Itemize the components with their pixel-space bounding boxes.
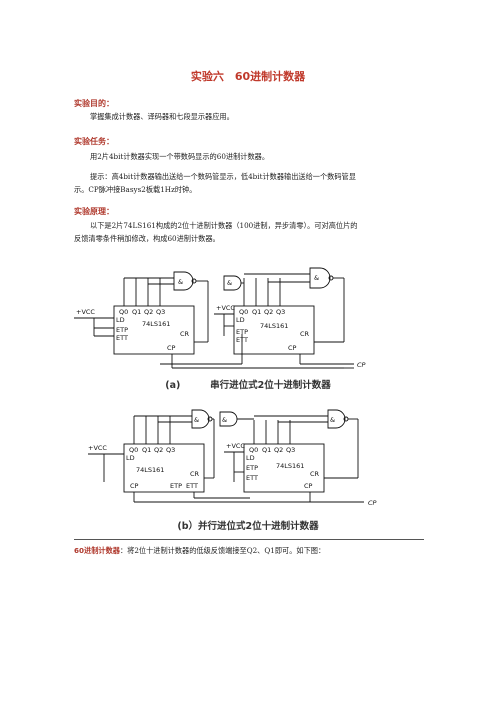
- q3-label-b1: Q3: [166, 446, 175, 454]
- cp-label-a1: CP: [167, 344, 176, 352]
- etp-label-b1: ETP: [170, 482, 182, 490]
- ett-label-b2: ETT: [246, 474, 258, 482]
- caption-a-tag: (a): [165, 380, 181, 391]
- principle-heading: 实验原理：: [74, 207, 114, 216]
- q3-label-a1: Q3: [156, 308, 165, 316]
- cp-label-a2: CP: [288, 344, 297, 352]
- divider-line: [74, 539, 424, 540]
- vcc-label-a1: +VCC: [76, 308, 95, 316]
- footer-text: ：将2位十进制计数器的低级反馈端接至Q2、Q1即可。如下图：: [119, 546, 326, 555]
- q1-label-b2: Q1: [262, 446, 271, 454]
- circuit-diagram-a: +VCC Q0 Q1 Q2 Q3 LD 74LS161 ETP ETT CR C…: [74, 267, 366, 369]
- q1-label-a1: Q1: [132, 308, 141, 316]
- ld-label-b1: LD: [126, 454, 135, 462]
- and-label-b2: &: [330, 416, 335, 424]
- cr-label-b2: CR: [310, 470, 320, 478]
- ett-label-b1: ETT: [186, 482, 198, 490]
- vcc-label-b2: +VCC: [226, 442, 245, 450]
- cr-label-b1: CR: [190, 470, 200, 478]
- task-heading: 实验任务：: [74, 137, 114, 146]
- chip-label-b1: 74LS161: [136, 466, 164, 474]
- task-line-2: 提示：高4bit计数器输出送给一个数码管显示，低4bit计数器输出送给一个数码管…: [90, 172, 356, 181]
- vcc-label-b1: +VCC: [88, 444, 107, 452]
- page-title: 实验六 60进制计数器: [190, 70, 306, 83]
- cp-label-b2: CP: [304, 482, 313, 490]
- ld-label-b2: LD: [246, 454, 255, 462]
- task-line-3: 示。CP脉冲接Basys2板载1Hz时钟。: [74, 185, 197, 194]
- footer-paragraph: 60进制计数器：将2位十进制计数器的低级反馈端接至Q2、Q1即可。如下图：: [74, 546, 434, 556]
- principle-line-1: 以下是2片74LS161构成的2位十进制计数器（100进制，异步清零）。可对高位…: [90, 221, 358, 230]
- chip-label-b2: 74LS161: [276, 462, 304, 470]
- caption-a: (a) 串行进位式2位十进制计数器: [0, 377, 496, 391]
- cr-label-a2: CR: [300, 330, 310, 338]
- ld-label-a2: LD: [236, 316, 245, 324]
- q2-label-a1: Q2: [144, 308, 153, 316]
- caption-b: (b）并行进位式2位十进制计数器: [177, 521, 319, 532]
- cp-output-label-b: CP: [368, 499, 377, 507]
- q1-label-b1: Q1: [142, 446, 151, 454]
- q0-label-a2: Q0: [239, 308, 248, 316]
- and-label-a1: &: [178, 278, 183, 286]
- q2-label-b1: Q2: [154, 446, 163, 454]
- q0-label-b2: Q0: [249, 446, 258, 454]
- cp-label-b1: CP: [130, 482, 139, 490]
- vcc-label-a2: +VCC: [216, 304, 235, 312]
- etp-label-a1: ETP: [116, 326, 128, 334]
- ld-label-a1: LD: [116, 316, 125, 324]
- etp-label-b2: ETP: [246, 464, 258, 472]
- caption-a-text: 串行进位式2位十进制计数器: [210, 380, 331, 391]
- task-line-1: 用2片4bit计数器实现一个带数码显示的60进制计数器。: [90, 152, 270, 161]
- q0-label-b1: Q0: [129, 446, 138, 454]
- chip-label-a1: 74LS161: [142, 320, 170, 328]
- and-label-b1: &: [194, 416, 199, 424]
- ett-label-a2: ETT: [236, 336, 248, 344]
- and-label-a3: &: [227, 279, 232, 287]
- q0-label-a1: Q0: [119, 308, 128, 316]
- q3-label-b2: Q3: [286, 446, 295, 454]
- q2-label-b2: Q2: [274, 446, 283, 454]
- principle-line-2: 反馈清零条件稍加修改，构成60进制计数器。: [74, 234, 220, 243]
- chip-label-a2: 74LS161: [260, 322, 288, 330]
- q2-label-a2: Q2: [264, 308, 273, 316]
- purpose-text: 掌握集成计数器、译码器和七段显示器应用。: [90, 112, 234, 121]
- and-label-a2: &: [314, 274, 319, 282]
- etp-label-a2: ETP: [236, 328, 248, 336]
- cr-label-a1: CR: [180, 330, 190, 338]
- footer-bold: 60进制计数器: [74, 546, 120, 555]
- and-label-b3: &: [222, 416, 227, 424]
- circuit-diagram-b: +VCC Q0 Q1 Q2 Q3 LD 74LS161 CR CP ETP ET…: [88, 409, 377, 507]
- ett-label-a1: ETT: [116, 334, 128, 342]
- cp-output-label-a: CP: [357, 361, 366, 369]
- q3-label-a2: Q3: [276, 308, 285, 316]
- q1-label-a2: Q1: [252, 308, 261, 316]
- purpose-heading: 实验目的：: [74, 99, 114, 108]
